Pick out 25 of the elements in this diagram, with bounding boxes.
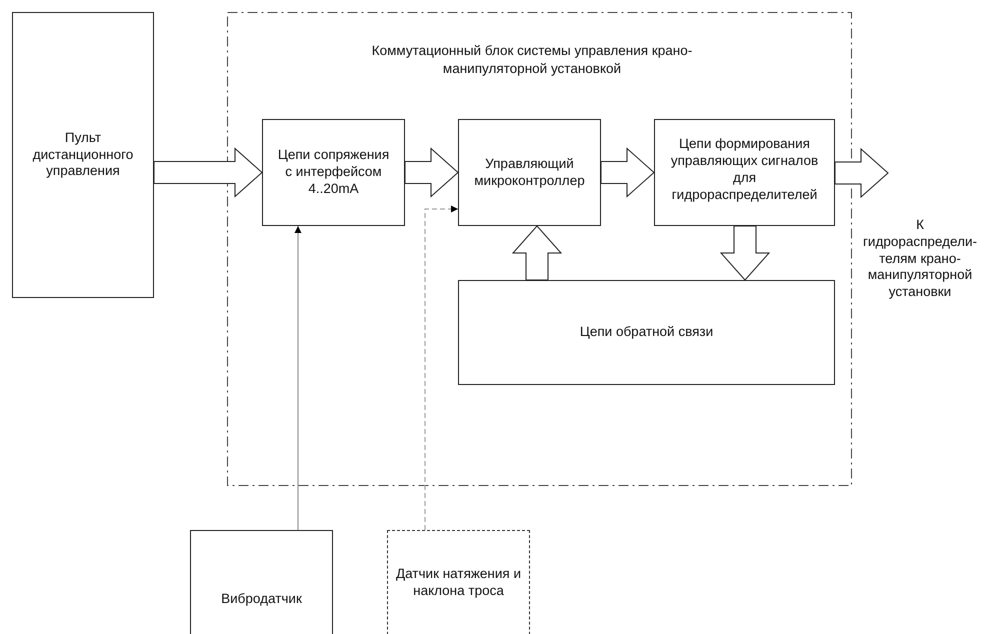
block-box (458, 119, 601, 226)
block-arrow (404, 147, 459, 198)
block-box (387, 530, 530, 634)
block-arrow (720, 226, 770, 281)
block-label: Цепи обратной связи (578, 324, 714, 341)
block-label: Цепи сопряжения с интерфейсом 4..20mA (276, 147, 390, 198)
block-arrow (600, 147, 655, 198)
block-box (458, 280, 835, 385)
block-label: К гидрораспредели- телям крано- манипуляторной установки (862, 216, 978, 302)
block-arrow (154, 147, 263, 198)
block-label: Цепи формирования управляющих сигналов для гидрораспределителей (670, 136, 820, 204)
block-arrow (834, 148, 889, 198)
block-label: Датчик натяжения и наклона троса (394, 566, 522, 600)
block-box (262, 119, 405, 226)
block-box (12, 12, 154, 298)
block-label: Вибродатчик (220, 591, 303, 608)
block-label: Управляющий микроконтроллер (473, 156, 586, 190)
block-box (654, 119, 835, 226)
block-arrow (512, 225, 562, 280)
block-title: Коммутационный блок системы управления крано- манипуляторной установкой (370, 42, 694, 78)
arrow (424, 206, 458, 530)
block-label: Пульт дистанционного управления (32, 130, 134, 180)
dashed-boundary (227, 12, 852, 486)
arrow (294, 226, 302, 530)
block-box (190, 530, 333, 634)
